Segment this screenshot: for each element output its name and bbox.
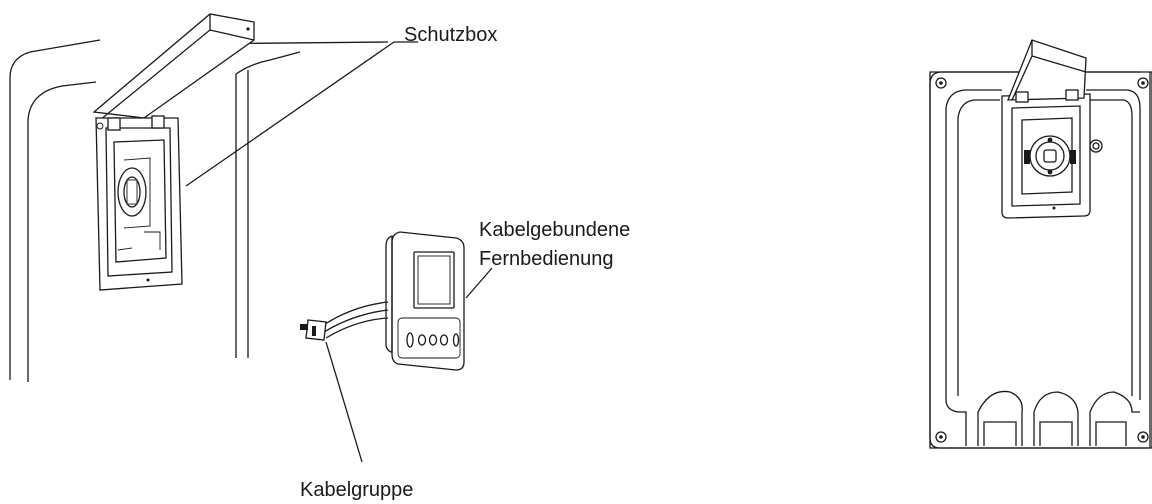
label-schutzbox: Schutzbox [404, 24, 497, 46]
corner-screw-icon [1137, 431, 1149, 443]
wired-remote-control [385, 231, 465, 371]
corner-screw-icon [1137, 77, 1149, 89]
wall-unit-with-protective-box [9, 13, 418, 382]
protective-box-lid [92, 13, 255, 121]
corner-screw-icon [935, 431, 947, 443]
label-remote-line-1: Kabelgebundene [479, 219, 630, 241]
label-cable-group: Kabelgruppe [300, 479, 413, 501]
cable-group [300, 301, 389, 341]
corner-screw-icon [935, 77, 947, 89]
label-remote-line-2: Fernbedienung [479, 248, 614, 270]
protective-box-frame [95, 115, 183, 291]
bracket-protective-box [1001, 39, 1103, 219]
